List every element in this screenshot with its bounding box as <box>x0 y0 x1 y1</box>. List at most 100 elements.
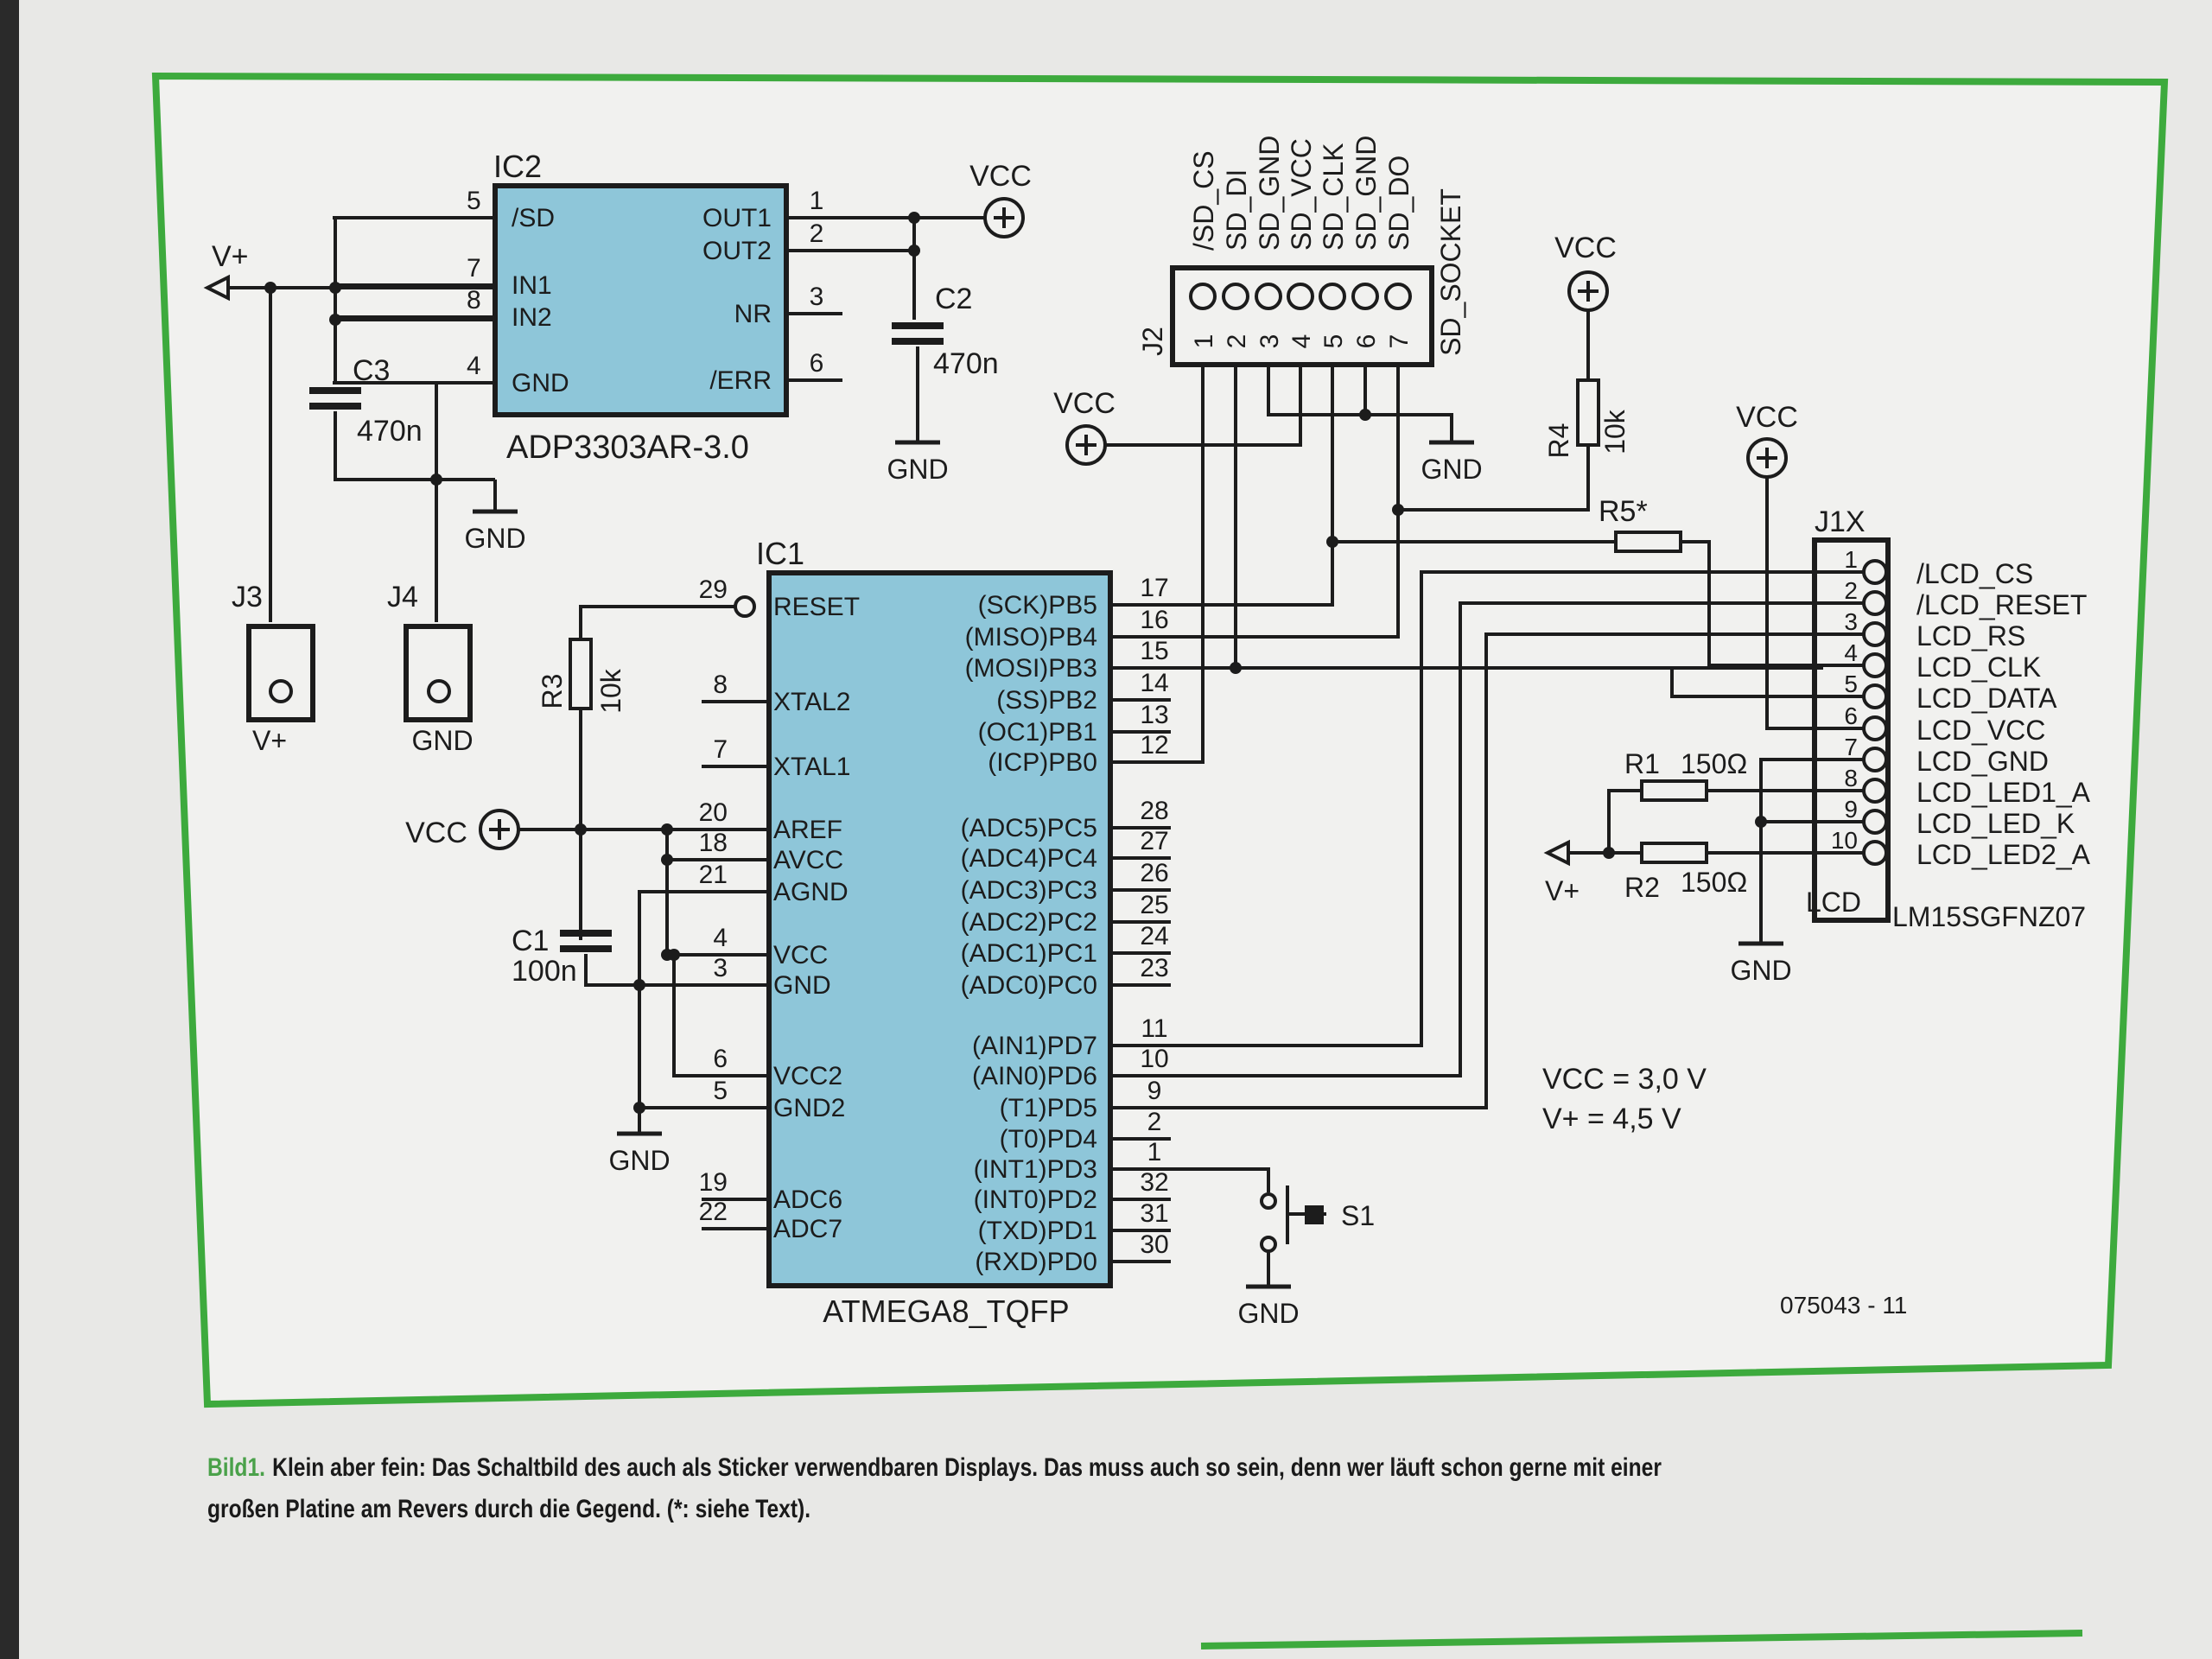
gnd-label: GND <box>887 454 948 485</box>
j2-pin-number: 1 <box>1190 334 1218 349</box>
lcd-pin-name: LCD_CLK <box>1916 652 2041 683</box>
ic2-body <box>493 183 789 417</box>
lcd-pin-socket <box>1862 590 1888 616</box>
wire <box>1171 601 1864 1077</box>
junction-dot <box>1230 662 1242 674</box>
junction-dot <box>908 245 920 257</box>
figure-label: Bild1. <box>207 1453 265 1482</box>
junction-dot <box>661 823 673 836</box>
r4-ref: R4 <box>1543 423 1574 459</box>
junction-dot <box>329 282 341 294</box>
caption-text: Klein aber fein: Das Schaltbild des auch… <box>207 1453 1662 1523</box>
lcd-pin-name: /LCD_RESET <box>1916 589 2087 620</box>
c2-ref: C2 <box>935 283 972 315</box>
ic2-pin-name: NR <box>734 300 772 328</box>
figure-caption: Bild1.Klein aber fein: Das Schaltbild de… <box>207 1447 1738 1530</box>
r2-resistor <box>1640 842 1708 864</box>
j1x-type: LCD <box>1806 887 1861 918</box>
j2-pin-socket <box>1319 283 1346 310</box>
lcd-pin-name: /LCD_CS <box>1916 558 2033 589</box>
c3-capacitor <box>309 387 361 394</box>
wire <box>1670 668 1864 698</box>
lcd-pin-name: LCD_GND <box>1916 746 2049 777</box>
junction-dot <box>633 1102 645 1114</box>
gnd-label: GND <box>1237 1298 1299 1329</box>
vcc-plus <box>489 819 510 840</box>
j2-pin-socket <box>1255 283 1282 310</box>
ic1-pin-number: 2 <box>1147 1108 1162 1136</box>
ic2-pin-name: /SD <box>512 204 555 232</box>
ic1-pin-name: AREF <box>773 816 842 844</box>
ic1-pin-name: (MOSI)PB3 <box>965 654 1097 683</box>
ic1-pin-number: 25 <box>1140 891 1168 919</box>
junction-dot <box>633 979 645 991</box>
ic1-pin-name: (SCK)PB5 <box>978 591 1097 620</box>
ic1-pin-name: AVCC <box>773 846 843 874</box>
ic1-pin-name: (ADC2)PC2 <box>961 908 1097 937</box>
lcd-pin-number: 3 <box>1844 608 1858 635</box>
wire <box>1398 445 1590 512</box>
vcc-label: VCC <box>405 817 467 849</box>
j2-pin-name: SD_DI <box>1221 169 1252 251</box>
lcd-pin-number: 5 <box>1844 671 1858 697</box>
j4-contact <box>427 679 451 703</box>
j2-pin-number: 3 <box>1255 334 1284 349</box>
j2-pin-name: /SD_CS <box>1188 150 1219 251</box>
ic1-pin-name: AGND <box>773 878 849 906</box>
vcc-label: VCC <box>1736 401 1798 434</box>
labels: IC2ADP3303AR-3.05/SD7IN18IN24GND1OUT12OU… <box>212 136 2091 1329</box>
ic1-pin-number: 4 <box>713 924 728 952</box>
r4-resistor <box>1576 378 1600 447</box>
junction-dot <box>1326 536 1338 548</box>
r4-vcc-symbol <box>1567 270 1609 312</box>
ic1-pin-number: 17 <box>1140 574 1168 602</box>
ic2-pin-number: 4 <box>467 352 481 380</box>
ic1-pin-number: 9 <box>1147 1077 1162 1105</box>
ic2-vcc-symbol <box>983 197 1025 238</box>
vcc-plus <box>1757 448 1777 468</box>
ic2-pin-name: OUT2 <box>702 237 772 265</box>
lcd-pin-socket <box>1862 683 1888 709</box>
next-frame-edge <box>1200 1630 2083 1649</box>
ic1-pin-name: (ADC4)PC4 <box>961 844 1097 873</box>
j2-pin-socket <box>1222 283 1249 310</box>
scan-edge <box>0 0 19 1659</box>
r1-resistor <box>1640 779 1708 802</box>
ic1-pin-number: 8 <box>713 671 728 699</box>
vcc-plus <box>994 207 1014 228</box>
wire <box>1171 1167 1270 1192</box>
j2-vcc-symbol <box>1065 424 1107 466</box>
ic2-pin-number: 1 <box>810 187 824 215</box>
c2-capacitor <box>892 322 944 329</box>
j2-pin-number: 7 <box>1385 334 1414 349</box>
c1-value: 100n <box>512 955 577 988</box>
j1x-ref: J1X <box>1815 505 1866 538</box>
ic2-pin-number: 5 <box>467 187 481 215</box>
j2-pin-socket <box>1384 283 1412 310</box>
junctions <box>264 212 1767 1114</box>
capacitor-plate <box>560 945 612 952</box>
ic1-pin-number: 12 <box>1140 731 1168 760</box>
gnd-label: GND <box>464 523 525 554</box>
ic1-pin-number: 31 <box>1140 1199 1168 1228</box>
ic1-pin-name: (AIN1)PD7 <box>972 1032 1097 1060</box>
j2-pin-name: SD_VCC <box>1286 138 1317 251</box>
j2-pin-number: 5 <box>1319 334 1348 349</box>
ic1-pin-name: GND2 <box>773 1094 845 1122</box>
gnd-label: GND <box>1421 454 1482 485</box>
lcd-pin-name: LCD_LED_K <box>1916 808 2075 839</box>
ic2-part: ADP3303AR-3.0 <box>506 429 749 466</box>
r4-value: 10k <box>1599 409 1630 454</box>
c2-value: 470n <box>933 347 999 380</box>
ic1-pin-name: (RXD)PD0 <box>975 1248 1097 1276</box>
ic2-ref: IC2 <box>493 149 542 184</box>
ic1-ref: IC1 <box>756 536 804 571</box>
ic2-pin-name: IN1 <box>512 271 552 300</box>
vplus-label: V+ <box>1545 875 1580 906</box>
r2-value: 150Ω <box>1681 867 1747 898</box>
ic1-pin-number: 29 <box>699 575 728 604</box>
lcd-pin-number: 10 <box>1831 827 1858 854</box>
ic1-pin-number: 15 <box>1140 637 1168 665</box>
j2-pin-name: SD_CLK <box>1318 143 1349 251</box>
